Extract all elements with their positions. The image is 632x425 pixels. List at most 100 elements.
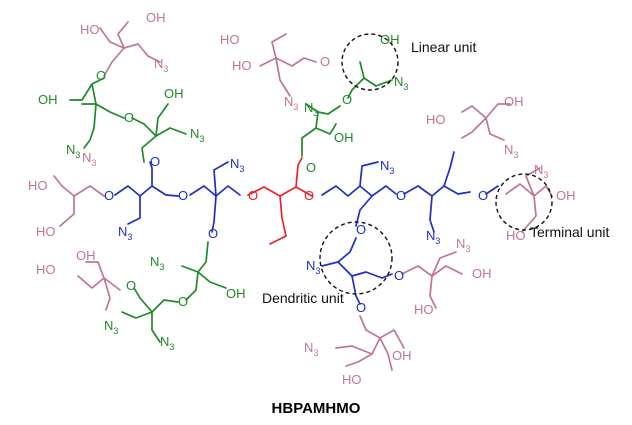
- azide-label-27: N3: [394, 74, 408, 92]
- bond-terminal-53: [521, 195, 537, 233]
- ether-oxygen-label-22: O: [306, 160, 316, 175]
- bond-terminal-57: [431, 251, 457, 277]
- ether-oxygen-label-7: O: [356, 222, 366, 237]
- bond-terminal-56: [429, 275, 437, 309]
- hydroxyl-left-label-43: HO: [232, 58, 252, 73]
- bond-dendritic-8: [211, 195, 217, 233]
- bond-terminal-42: [99, 27, 125, 49]
- bond-core-3: [295, 157, 303, 188]
- bond-terminal-45: [103, 277, 111, 311]
- bond-linear-31: [317, 105, 341, 115]
- azide-label-52: N3: [456, 236, 470, 254]
- bond-dendritic-6: [127, 195, 141, 225]
- bond-linear-29: [359, 61, 393, 87]
- ether-oxygen-label-9: O: [356, 300, 366, 315]
- bond-linear-26: [69, 83, 93, 101]
- azide-label-13: N3: [380, 158, 394, 176]
- bond-dendritic-19: [351, 275, 361, 305]
- hydroxyl-label-38: OH: [146, 10, 166, 25]
- azide-label-36: N3: [82, 150, 96, 168]
- ether-oxygen-label-28: O: [178, 294, 188, 309]
- terminal-unit-circle: [495, 173, 553, 231]
- ether-oxygen-label-4: O: [208, 226, 218, 241]
- hydroxyl-label-24: OH: [334, 130, 354, 145]
- bond-terminal-61: [335, 345, 373, 355]
- bond-dendritic-17: [321, 237, 357, 267]
- hydroxyl-left-label-40: HO: [36, 262, 56, 277]
- bond-core-2: [269, 235, 287, 245]
- ether-oxygen-label-2: O: [104, 188, 114, 203]
- ether-oxygen-label-16: O: [124, 110, 134, 125]
- hydroxyl-label-41: OH: [76, 248, 96, 263]
- dendritic-unit-circle: [319, 221, 393, 295]
- ether-oxygen-label-23: O: [342, 92, 352, 107]
- bond-dendritic-13: [403, 185, 471, 197]
- hydroxyl-left-label-37: HO: [80, 22, 100, 37]
- ether-oxygen-label-17: O: [96, 68, 106, 83]
- bond-linear-23: [81, 103, 125, 119]
- bond-linear-22: [131, 117, 157, 137]
- hydroxyl-left-label-42: HO: [220, 32, 240, 47]
- azide-label-25: N3: [304, 100, 318, 118]
- bond-dendritic-15: [443, 151, 455, 187]
- bond-dendritic-12: [355, 195, 373, 227]
- bond-dendritic-16: [485, 185, 499, 195]
- hydroxyl-label-18: OH: [38, 92, 58, 107]
- ether-oxygen-label-45: O: [320, 54, 330, 69]
- bond-linear-24: [83, 103, 97, 149]
- azide-label-39: N3: [154, 56, 168, 74]
- bond-dendritic-7: [213, 161, 229, 197]
- ether-oxygen-label-5: O: [396, 188, 406, 203]
- bond-terminal-41: [123, 43, 161, 63]
- bond-linear-21: [155, 127, 187, 137]
- bond-dendritic-4: [114, 185, 179, 197]
- hydroxyl-left-label-46: HO: [426, 112, 446, 127]
- bond-terminal-39: [59, 195, 75, 227]
- azide-label-55: N3: [304, 340, 318, 358]
- azide-label-12: N3: [230, 156, 244, 174]
- azide-label-48: N3: [504, 142, 518, 160]
- bond-linear-30: [347, 77, 365, 99]
- hydroxyl-label-53: OH: [472, 266, 492, 281]
- bond-terminal-59: [345, 337, 381, 367]
- bond-linear-34: [185, 271, 199, 301]
- hydroxyl-left-label-34: HO: [28, 178, 48, 193]
- bond-terminal-50: [485, 117, 505, 141]
- hydroxyl-label-49: OH: [556, 188, 576, 203]
- bond-terminal-47: [271, 33, 287, 59]
- bond-terminal-51: [461, 117, 487, 139]
- hydroxyl-left-label-57: HO: [342, 372, 362, 387]
- terminal-unit-label: Terminal unit: [530, 224, 609, 240]
- hydroxyl-label-30: OH: [226, 286, 246, 301]
- ether-oxygen-label-6: O: [478, 188, 488, 203]
- azide-label-44: N3: [284, 94, 298, 112]
- azide-label-15: N3: [306, 258, 320, 276]
- hydroxyl-label-19: OH: [164, 86, 184, 101]
- bond-dendritic-9: [149, 161, 153, 187]
- bond-dendritic-14: [429, 195, 435, 233]
- bond-terminal-48: [275, 57, 291, 97]
- hydroxyl-left-label-54: HO: [414, 302, 434, 317]
- bond-terminal-43: [77, 275, 121, 291]
- compound-name: HBPAMHMO: [271, 400, 361, 417]
- bond-terminal-52: [505, 183, 553, 197]
- hydroxyl-label-56: OH: [392, 348, 412, 363]
- ether-oxygen-label-10: O: [150, 154, 160, 169]
- bond-linear-32: [181, 241, 209, 273]
- bond-terminal-49: [461, 103, 511, 119]
- bond-dendritic-18: [337, 261, 393, 279]
- hydroxyl-left-label-50: HO: [506, 228, 526, 243]
- ether-oxygen-label-29: O: [126, 278, 136, 293]
- bond-core-1: [279, 195, 287, 237]
- bond-linear-27: [301, 123, 337, 157]
- bond-terminal-40: [103, 21, 129, 77]
- linear-unit-circle: [341, 33, 399, 91]
- bond-terminal-44: [85, 261, 105, 279]
- azide-label-33: N3: [160, 334, 174, 352]
- hydroxyl-left-label-35: HO: [36, 224, 56, 239]
- ether-oxygen-label-0: O: [248, 188, 258, 203]
- ether-oxygen-label-1: O: [304, 188, 314, 203]
- highlight-circles: [319, 33, 553, 295]
